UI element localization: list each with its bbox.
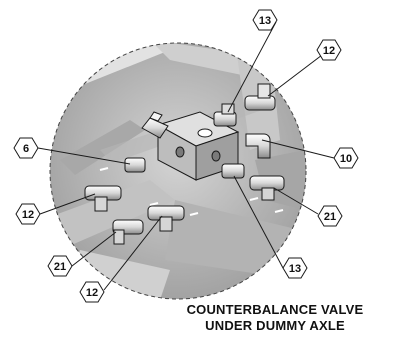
fitting-21-left xyxy=(112,219,144,245)
leader-lines xyxy=(37,21,335,291)
callout-6-label: 6 xyxy=(23,143,29,155)
callout-13-bottom: 13 xyxy=(282,257,308,279)
callout-6: 6 xyxy=(13,137,39,159)
fitting-6 xyxy=(124,157,146,173)
callout-10-label: 10 xyxy=(340,153,352,165)
callout-21-left: 21 xyxy=(47,255,73,277)
callout-21-right: 21 xyxy=(317,205,343,227)
fitting-13-bottom xyxy=(221,163,245,179)
callout-21-left-label: 21 xyxy=(54,261,66,273)
callout-13-top-label: 13 xyxy=(259,15,271,27)
fitting-12-left xyxy=(84,185,122,212)
fitting-12-top xyxy=(244,83,276,111)
callout-12-left: 12 xyxy=(15,203,41,225)
callout-10: 10 xyxy=(333,147,359,169)
callout-12-bottom: 12 xyxy=(79,281,105,303)
callout-12-top: 12 xyxy=(316,39,342,61)
fitting-cartridge-top xyxy=(141,111,169,139)
callout-12-bottom-label: 12 xyxy=(86,287,98,299)
callout-12-top-label: 12 xyxy=(323,45,335,57)
callout-12-left-label: 12 xyxy=(22,209,34,221)
callout-21-right-label: 21 xyxy=(324,211,336,223)
fitting-21-right xyxy=(249,175,285,201)
caption-line-1: COUNTERBALANCE VALVE xyxy=(186,302,364,317)
callout-13-bottom-label: 13 xyxy=(289,263,301,275)
fitting-13-top xyxy=(213,103,237,127)
callout-13-top: 13 xyxy=(252,9,278,31)
fitting-12-bottom xyxy=(147,205,185,232)
caption-line-2: UNDER DUMMY AXLE xyxy=(205,318,345,333)
